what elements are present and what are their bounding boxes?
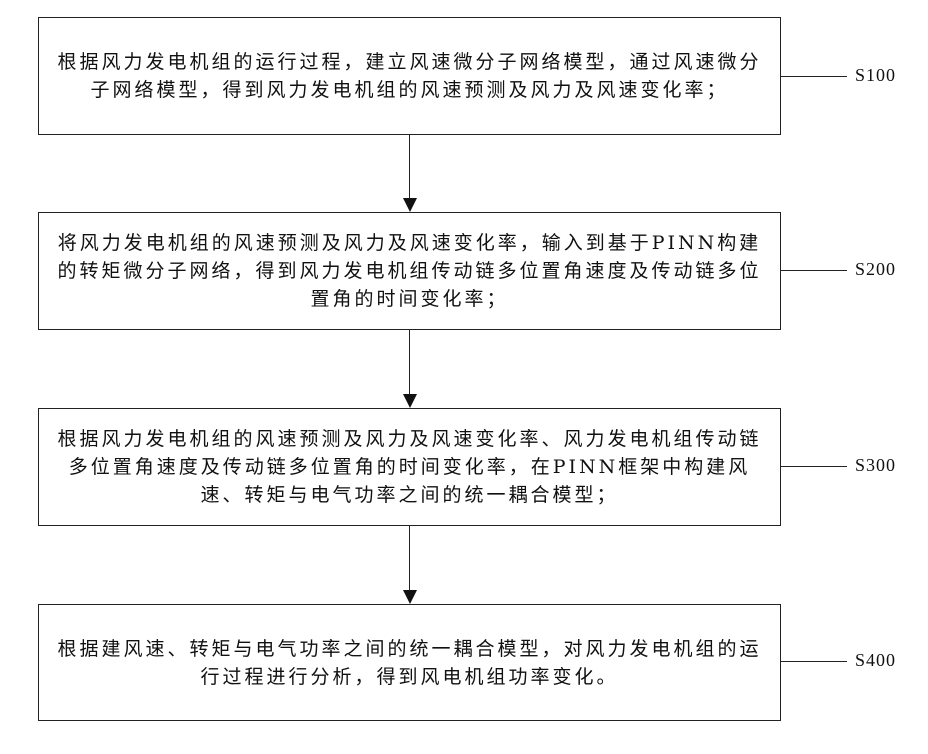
- step-label-s300: S300: [855, 455, 896, 476]
- arrowhead-down-icon-2: [403, 394, 417, 408]
- step-text-s200: 将风力发电机组的风速预测及风力及风速变化率，输入到基于PINN构建的转矩微分子网…: [53, 229, 766, 313]
- leader-line-s200: [781, 270, 847, 271]
- step-label-s400: S400: [855, 650, 896, 671]
- connector-line-2: [409, 330, 410, 394]
- step-box-s300: 根据风力发电机组的风速预测及风力及风速变化率、风力发电机组传动链多位置角速度及传…: [38, 408, 781, 526]
- step-label-s100: S100: [855, 65, 896, 86]
- arrowhead-down-icon-3: [403, 590, 417, 604]
- connector-line-3: [409, 526, 410, 590]
- step-box-s400: 根据建风速、转矩与电气功率之间的统一耦合模型，对风力发电机组的运行过程进行分析，…: [38, 604, 781, 721]
- step-text-s400: 根据建风速、转矩与电气功率之间的统一耦合模型，对风力发电机组的运行过程进行分析，…: [53, 635, 766, 691]
- step-label-s200: S200: [855, 259, 896, 280]
- step-box-s200: 将风力发电机组的风速预测及风力及风速变化率，输入到基于PINN构建的转矩微分子网…: [38, 212, 781, 330]
- connector-line-1: [409, 135, 410, 198]
- leader-line-s300: [781, 466, 847, 467]
- step-text-s300: 根据风力发电机组的风速预测及风力及风速变化率、风力发电机组传动链多位置角速度及传…: [53, 425, 766, 509]
- leader-line-s100: [781, 76, 847, 77]
- step-text-s100: 根据风力发电机组的运行过程，建立风速微分子网络模型，通过风速微分子网络模型，得到…: [53, 48, 766, 104]
- arrowhead-down-icon-1: [403, 198, 417, 212]
- leader-line-s400: [781, 661, 847, 662]
- step-box-s100: 根据风力发电机组的运行过程，建立风速微分子网络模型，通过风速微分子网络模型，得到…: [38, 17, 781, 135]
